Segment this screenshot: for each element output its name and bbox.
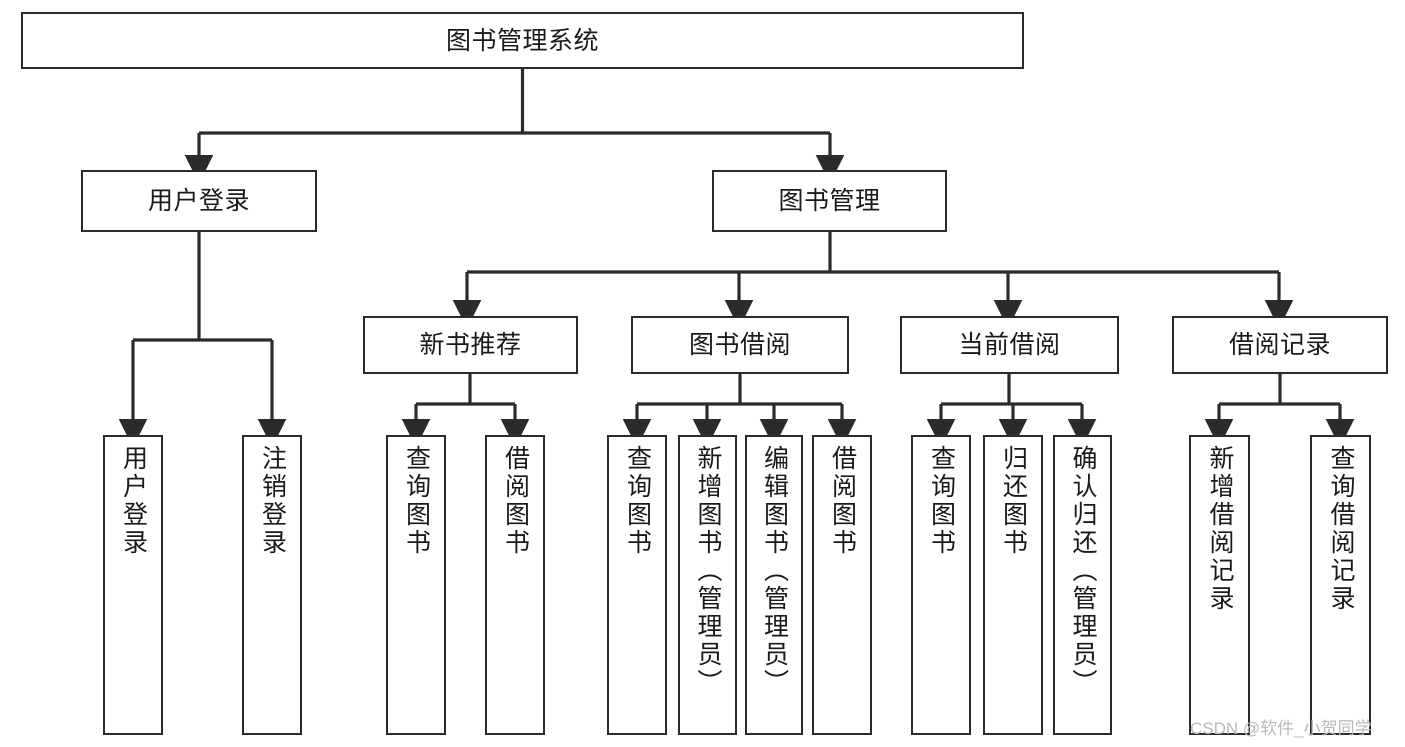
- node-user-login[interactable]: 用户登录: [81, 170, 317, 232]
- node-label: 用户登录: [147, 187, 250, 215]
- node-leaf-query-borrow-record[interactable]: 查询借阅记录: [1310, 435, 1371, 735]
- node-label: 新增借阅记录: [1206, 445, 1234, 613]
- node-label: 归还图书: [999, 445, 1028, 557]
- node-new-book-recommendation[interactable]: 新书推荐: [363, 316, 578, 374]
- node-label: 查询图书: [402, 445, 431, 557]
- node-label: 新书推荐: [419, 331, 522, 359]
- node-leaf-user-login[interactable]: 用户登录: [103, 435, 163, 735]
- node-label: 图书管理系统: [445, 26, 599, 55]
- node-leaf-query-book-3[interactable]: 查询图书: [911, 435, 971, 735]
- node-leaf-return-book[interactable]: 归还图书: [983, 435, 1043, 735]
- node-label: 编辑图书（管理员）: [760, 445, 789, 697]
- node-label: 查询图书: [927, 445, 956, 557]
- node-label: 借阅图书: [828, 445, 857, 557]
- node-label: 注销登录: [258, 445, 287, 557]
- node-label: 图书借阅: [688, 331, 791, 359]
- node-leaf-query-book-2[interactable]: 查询图书: [607, 435, 667, 735]
- node-label: 借阅记录: [1228, 331, 1331, 359]
- node-label: 用户登录: [119, 445, 148, 557]
- node-borrowing-record[interactable]: 借阅记录: [1172, 316, 1388, 374]
- node-label: 当前借阅: [958, 331, 1061, 359]
- node-leaf-add-book-admin[interactable]: 新增图书（管理员）: [678, 435, 737, 735]
- node-leaf-borrow-book-1[interactable]: 借阅图书: [485, 435, 545, 735]
- watermark-text: CSDN @软件_小贺同学: [1190, 719, 1372, 738]
- node-book-borrowing[interactable]: 图书借阅: [631, 316, 849, 374]
- node-leaf-edit-book-admin[interactable]: 编辑图书（管理员）: [745, 435, 803, 735]
- node-label: 图书管理: [778, 187, 881, 215]
- node-leaf-borrow-book-2[interactable]: 借阅图书: [812, 435, 872, 735]
- node-leaf-logout[interactable]: 注销登录: [242, 435, 302, 735]
- node-book-management-system[interactable]: 图书管理系统: [21, 12, 1024, 69]
- node-book-management[interactable]: 图书管理: [712, 170, 947, 232]
- node-leaf-query-book-1[interactable]: 查询图书: [386, 435, 446, 735]
- node-label: 查询借阅记录: [1327, 445, 1355, 613]
- node-label: 新增图书（管理员）: [694, 445, 722, 697]
- node-label: 借阅图书: [501, 445, 530, 557]
- node-current-borrowing[interactable]: 当前借阅: [900, 316, 1119, 374]
- node-label: 查询图书: [623, 445, 652, 557]
- node-label: 确认归还（管理员）: [1069, 445, 1097, 697]
- node-leaf-add-borrow-record[interactable]: 新增借阅记录: [1189, 435, 1250, 735]
- node-leaf-confirm-return-admin[interactable]: 确认归还（管理员）: [1053, 435, 1112, 735]
